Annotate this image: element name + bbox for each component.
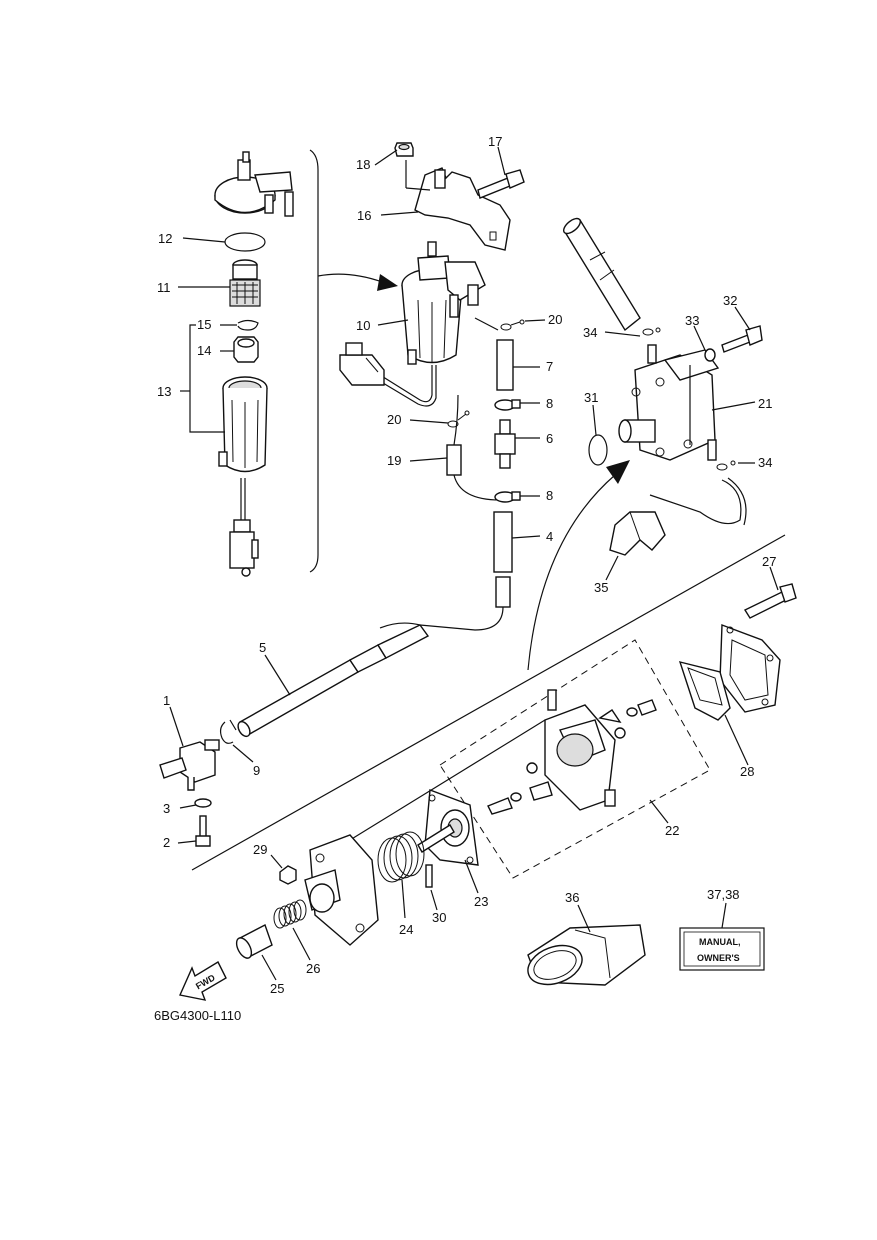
pump-cover-plate [719,624,781,713]
callout-9: 9 [253,763,260,778]
callout-34-upper: 34 [583,325,597,340]
inset-bracket [309,149,319,573]
callout-23: 23 [474,894,488,909]
callout-7: 7 [546,359,553,374]
callout-20-lower: 20 [387,412,401,427]
callout-35: 35 [594,580,608,595]
callout-15: 15 [197,317,211,332]
callout-18: 18 [356,157,370,172]
callout-34-lower: 34 [758,455,772,470]
callout-4: 4 [546,529,553,544]
hose-4 [493,511,513,573]
sensor-connector [339,342,385,386]
callout-28: 28 [740,764,754,779]
callout-33: 33 [685,313,699,328]
small-valve-parts [487,699,657,815]
callout-29: 29 [253,842,267,857]
filter-element-11 [229,259,261,307]
callout-30: 30 [432,910,446,925]
nut-18 [394,142,414,157]
clip-20-upper [500,319,525,331]
pump-lower-housing [304,834,379,946]
bolt-32 [721,325,763,353]
hose-7 [496,339,514,391]
sensor-wire [379,365,433,403]
fwd-arrow-icon: FWD [179,961,227,1001]
callout-21: 21 [758,396,772,411]
clip-20-lower [447,410,470,428]
owners-manual-box: MANUAL, OWNER'S [679,927,765,971]
joint-6 [494,419,516,469]
fuel-pump-21 [618,344,720,461]
pin-30 [425,864,433,888]
callout-8-upper: 8 [546,396,553,411]
gasket-28 [678,661,731,721]
clip-34-lower [716,460,736,471]
bolt-17 [477,169,525,199]
fuel-filter-10 [401,241,486,365]
spring-26 [273,899,307,929]
callout-32: 32 [723,293,737,308]
assembly-arrow [527,474,616,671]
injector-tube [562,217,641,332]
callout-19: 19 [387,453,401,468]
inset-arrow [317,273,386,284]
o-ring-12 [224,232,266,252]
diagram-code: 6BG4300-L110 [154,1008,241,1023]
callout-24: 24 [399,922,413,937]
clamp-35 [609,511,666,556]
washer-33 [704,348,716,362]
callout-36: 36 [565,890,579,905]
callout-17: 17 [488,134,502,149]
callout-8-lower: 8 [546,488,553,503]
connector-1 [159,739,220,791]
manual-label-line1: MANUAL, [699,937,741,947]
clip-9 [219,719,237,744]
clip-8-upper [494,399,521,411]
callout-20-upper: 20 [548,312,562,327]
callout-27: 27 [762,554,776,569]
callout-2: 2 [163,835,170,850]
callout-16: 16 [357,208,371,223]
nut-29 [279,865,297,885]
assembly-22-outline [439,639,711,879]
section-divider-line [191,534,786,871]
callout-37-38: 37,38 [707,887,740,902]
washer-3 [194,798,212,808]
bolt-2 [195,815,211,847]
callout-13: 13 [157,384,171,399]
callout-1: 1 [163,693,170,708]
clip-8-lower [494,491,521,503]
callout-14: 14 [197,343,211,358]
bracket-16 [414,167,511,251]
filter-assembly-inset [214,151,294,577]
pump-body [526,689,616,811]
callout-5: 5 [259,640,266,655]
clip-34-upper [642,327,661,336]
callout-3: 3 [163,801,170,816]
part-36-sleeve [527,924,646,986]
callout-12: 12 [158,231,172,246]
filter-bowl-13 [218,376,268,577]
fuel-line-5 [237,624,430,738]
callout-31: 31 [584,390,598,405]
callout-26: 26 [306,961,320,976]
callout-25: 25 [270,981,284,996]
hose-19 [446,394,520,501]
callout-10: 10 [356,318,370,333]
o-ring-31 [588,434,608,466]
manual-label-line2: OWNER'S [697,953,740,963]
diaphragm-23 [417,789,479,866]
bolt-27 [743,583,797,619]
callout-6: 6 [546,431,553,446]
callout-22: 22 [665,823,679,838]
spring-24 [377,831,425,883]
callout-11: 11 [157,280,171,295]
clip-15 [237,319,259,331]
plunger-25 [235,924,273,959]
